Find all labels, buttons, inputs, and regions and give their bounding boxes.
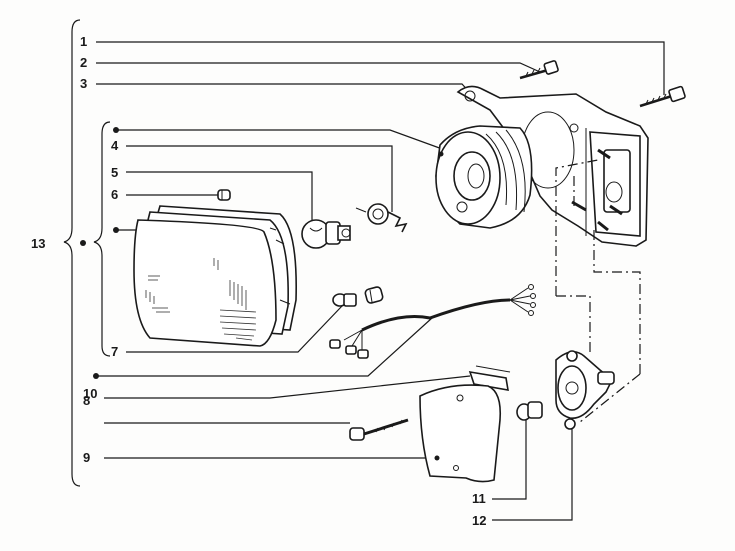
lens-hatching <box>145 258 257 341</box>
wiring-harness <box>329 284 536 359</box>
leader-7 <box>126 305 343 353</box>
leader-dots <box>80 127 119 379</box>
label-13: 13 <box>31 236 45 251</box>
headlamp-lens-unit <box>133 205 297 347</box>
label-8: 8 <box>83 393 90 408</box>
leader-11 <box>492 420 527 500</box>
leader-4 <box>126 145 393 212</box>
label-5: 5 <box>111 165 118 180</box>
assembly-brace-inner <box>93 121 111 357</box>
main-bulb <box>301 219 351 249</box>
leader-part-wire <box>96 317 433 377</box>
label-1: 1 <box>80 34 87 49</box>
parking-bulbs <box>332 286 384 307</box>
leader-1 <box>96 41 665 95</box>
screw-1 <box>639 85 686 108</box>
side-cover-bracket <box>419 365 511 483</box>
leader-5 <box>126 171 313 230</box>
leader-part-body <box>116 129 446 151</box>
indicator-bulb <box>516 401 543 421</box>
label-3: 3 <box>80 76 87 91</box>
leader-10 <box>104 375 471 399</box>
assembly-brace-outer <box>63 19 81 487</box>
label-12: 12 <box>472 513 486 528</box>
leader-3 <box>96 83 473 96</box>
leader-12 <box>492 428 573 521</box>
label-6: 6 <box>111 187 118 202</box>
label-11: 11 <box>472 491 486 506</box>
long-screw <box>349 418 409 441</box>
leader-lines <box>96 41 665 521</box>
leader-2 <box>96 62 541 73</box>
assembly-centerlines <box>555 159 641 423</box>
label-4: 4 <box>111 138 119 153</box>
indicator-socket <box>555 350 615 430</box>
label-2: 2 <box>80 55 87 70</box>
small-nut <box>217 189 231 201</box>
screw-2 <box>519 60 559 80</box>
label-7: 7 <box>111 344 118 359</box>
label-10: 10 <box>83 386 97 401</box>
label-9: 9 <box>83 450 90 465</box>
reflector-body <box>435 125 533 229</box>
retaining-clip <box>355 203 408 233</box>
